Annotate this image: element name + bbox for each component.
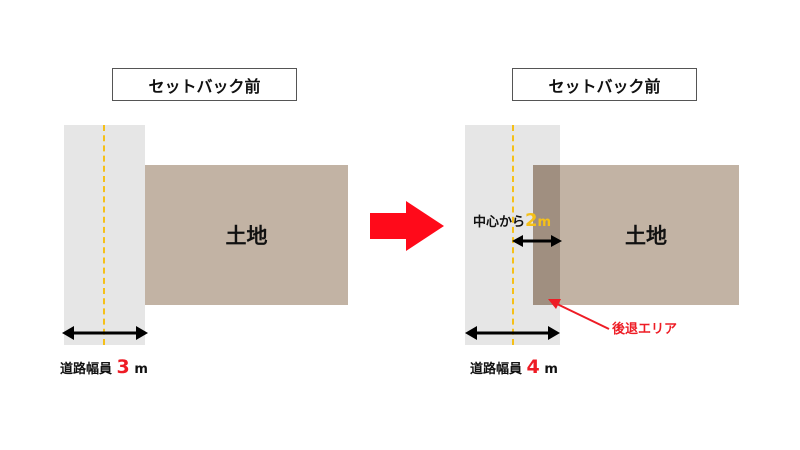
before-road-center-line xyxy=(103,125,105,345)
center-distance-unit: m xyxy=(537,215,552,230)
after-road-width-value: 4 xyxy=(526,356,540,378)
before-road-width-text: 道路幅員 xyxy=(60,362,113,377)
after-road-width-text: 道路幅員 xyxy=(470,362,523,377)
center-distance-double-arrow-icon xyxy=(512,235,562,247)
before-land: 土地 xyxy=(145,165,348,305)
after-title: セットバック前 xyxy=(548,76,661,96)
before-road-width-unit: m xyxy=(134,362,148,377)
after-road-center-line xyxy=(512,125,514,345)
center-distance-text: 中心から xyxy=(473,215,526,230)
center-distance-label: 中心から2m xyxy=(473,210,551,231)
after-land-label: 土地 xyxy=(625,224,667,248)
before-road-width-label: 道路幅員 3 m xyxy=(60,356,148,378)
after-title-box: セットバック前 xyxy=(512,68,697,101)
before-title: セットバック前 xyxy=(148,76,261,96)
after-width-double-arrow-icon xyxy=(465,326,560,340)
right-arrow-icon xyxy=(370,201,444,251)
after-land: 土地 xyxy=(533,165,739,305)
before-width-double-arrow-icon xyxy=(62,326,148,340)
setback-area xyxy=(533,165,560,305)
setback-pointer-arrow-icon xyxy=(548,299,610,330)
before-road-width-value: 3 xyxy=(116,356,130,378)
after-road-width-label: 道路幅員 4 m xyxy=(470,356,558,378)
setback-area-label: 後退エリア xyxy=(612,322,678,337)
before-land-label: 土地 xyxy=(225,224,268,248)
after-road-width-unit: m xyxy=(544,362,558,377)
before-title-box: セットバック前 xyxy=(112,68,297,101)
center-distance-value: 2 xyxy=(525,210,538,231)
